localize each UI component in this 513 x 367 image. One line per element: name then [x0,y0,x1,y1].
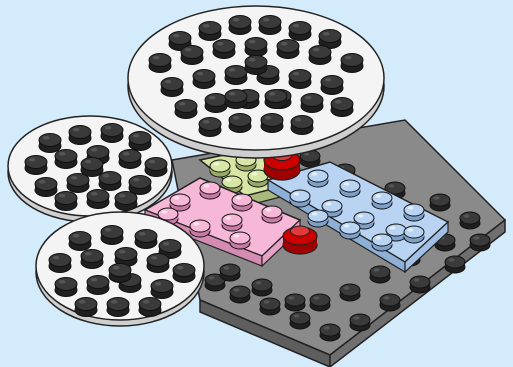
white-plate-stud [87,276,109,295]
gray-stud [410,276,430,293]
white-plate-stud [35,178,57,197]
white-plate-stud [99,172,121,191]
blue-stud [404,204,424,221]
gray-stud [220,264,240,281]
white-plate-stud [291,116,313,135]
white-plate-stud [199,118,221,137]
white-plate-stud [55,150,77,169]
blue-stud [372,192,392,209]
blue-stud [340,180,360,197]
red-round-stud-bottom [283,226,317,254]
white-plate-stud [55,192,77,211]
pink-stud [222,214,242,231]
gray-stud [460,212,480,229]
white-plate-stud [193,70,215,89]
pink-stud [262,206,282,223]
gray-stud [285,294,305,311]
white-plate-stud [101,124,123,143]
gray-stud [260,298,280,315]
gray-stud [470,234,490,251]
white-plate-stud [213,40,235,59]
white-plate-stud [151,280,173,299]
medium-round-plate-bottom [36,212,204,326]
white-plate-stud [109,264,131,283]
white-plate-stud [75,298,97,317]
white-plate-stud [145,158,167,177]
gray-stud [310,294,330,311]
blue-stud [290,190,310,207]
white-plate-stud [129,176,151,195]
gray-stud [252,279,272,296]
white-plate-stud [229,16,251,35]
green-stud [210,160,230,177]
white-plate-stud [225,66,247,85]
pink-stud [232,194,252,211]
white-plate-stud [107,298,129,317]
white-plate-stud [139,298,161,317]
white-plate-stud [205,94,227,113]
white-plate-stud [301,94,323,113]
large-round-plate [128,6,384,158]
white-plate-stud [39,134,61,153]
white-plate-stud [147,254,169,273]
white-plate-stud [259,16,281,35]
white-plate-stud [119,150,141,169]
white-plate-stud [101,226,123,245]
white-plate-stud [49,254,71,273]
gray-stud [350,314,370,331]
blue-stud [308,170,328,187]
gray-stud [370,266,390,283]
pink-stud [230,232,250,249]
white-plate-stud [245,56,267,75]
white-plate-stud [81,158,103,177]
gray-stud [340,284,360,301]
white-plate-stud [67,174,89,193]
white-plate-stud [289,22,311,41]
white-plate-stud [261,114,283,133]
pink-stud [200,182,220,199]
blue-stud [404,226,424,243]
gray-stud [230,286,250,303]
white-plate-stud [225,90,247,109]
white-plate-stud [245,38,267,57]
gray-stud [290,312,310,329]
white-plate-stud [175,100,197,119]
white-plate-stud [135,230,157,249]
white-plate-stud [341,54,363,73]
blue-stud [340,222,360,239]
white-plate-stud [331,98,353,117]
blue-stud [308,210,328,227]
white-plate-stud [115,192,137,211]
gray-stud [445,256,465,273]
medium-round-plate-left [8,116,172,222]
gray-stud [430,194,450,211]
white-plate-stud [161,78,183,97]
white-plate-stud [69,126,91,145]
white-plate-stud [81,250,103,269]
white-plate-stud [277,40,299,59]
gray-stud [380,294,400,311]
white-plate-stud [265,90,287,109]
white-plate-stud [229,114,251,133]
white-plate-stud [55,278,77,297]
white-plate-stud [309,46,331,65]
white-plate-stud [129,132,151,151]
white-plate-stud [321,76,343,95]
pink-stud [190,220,210,237]
white-plate-stud [87,190,109,209]
white-plate-stud [149,54,171,73]
white-plate-stud [289,70,311,89]
white-plate-stud [181,46,203,65]
white-plate-stud [173,264,195,283]
white-plate-stud [69,232,91,251]
white-plate-stud [199,22,221,41]
gray-stud [320,324,340,341]
white-plate-stud [25,156,47,175]
blue-stud [372,234,392,251]
